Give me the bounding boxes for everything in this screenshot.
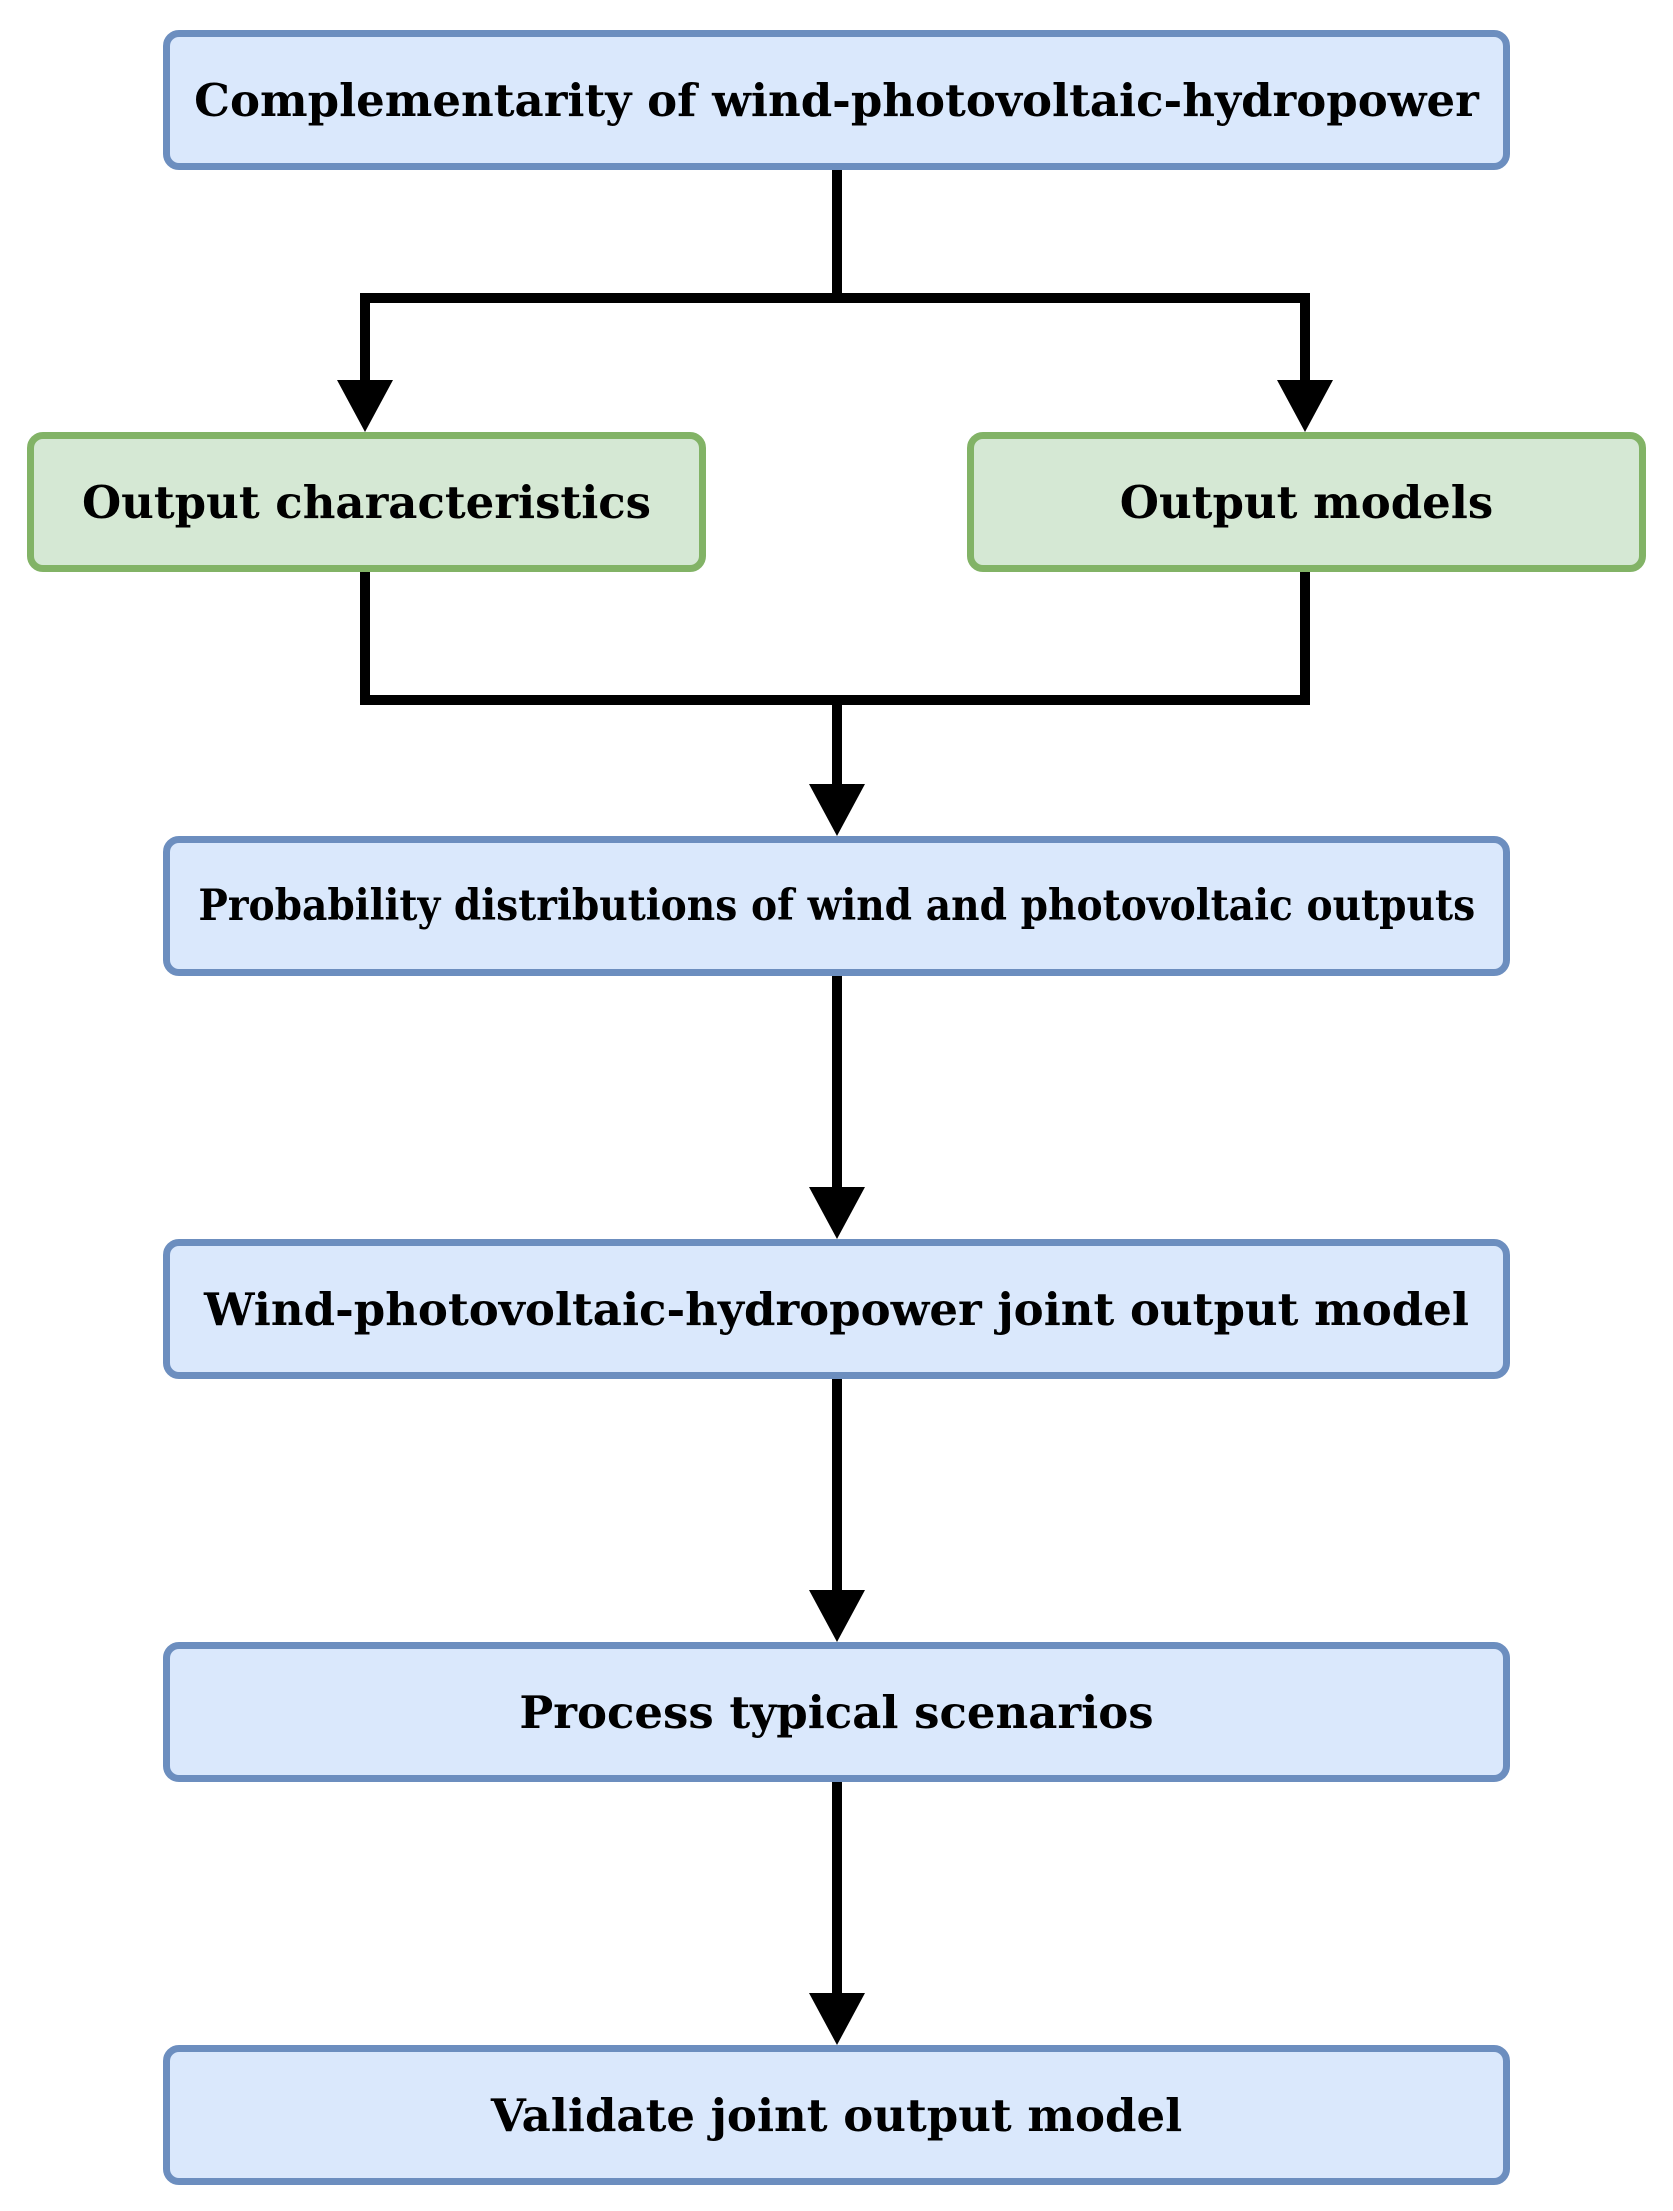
node-validate-joint-output-model-label: Validate joint output model [490, 2088, 1183, 2142]
connector-output-characteristics-to-merge [360, 572, 1310, 705]
connector-top-to-output-models [837, 293, 1310, 400]
node-output-models-label: Output models [1119, 475, 1494, 529]
node-output-characteristics: Output characteristics [27, 432, 706, 572]
arrowhead-output-characteristics [337, 380, 393, 432]
node-probability-distributions-label: Probability distributions of wind and ph… [198, 881, 1475, 931]
arrowhead-validate [809, 1993, 865, 2045]
node-validate-joint-output-model: Validate joint output model [163, 2045, 1510, 2185]
arrowhead-output-models [1277, 380, 1333, 432]
node-complementarity: Complementarity of wind-photovoltaic-hyd… [163, 30, 1510, 170]
connector-top-to-output-characteristics [360, 170, 842, 400]
node-complementarity-label: Complementarity of wind-photovoltaic-hyd… [194, 73, 1479, 127]
node-probability-distributions: Probability distributions of wind and ph… [163, 836, 1510, 976]
node-output-models: Output models [967, 432, 1646, 572]
node-process-typical-scenarios: Process typical scenarios [163, 1642, 1510, 1782]
arrowhead-scenarios [809, 1590, 865, 1642]
arrowhead-joint-model [809, 1187, 865, 1239]
node-output-characteristics-label: Output characteristics [81, 475, 652, 529]
node-joint-output-model-label: Wind-photovoltaic-hydropower joint outpu… [204, 1282, 1469, 1336]
arrowhead-probability [809, 784, 865, 836]
node-joint-output-model: Wind-photovoltaic-hydropower joint outpu… [163, 1239, 1510, 1379]
node-process-typical-scenarios-label: Process typical scenarios [519, 1685, 1154, 1739]
